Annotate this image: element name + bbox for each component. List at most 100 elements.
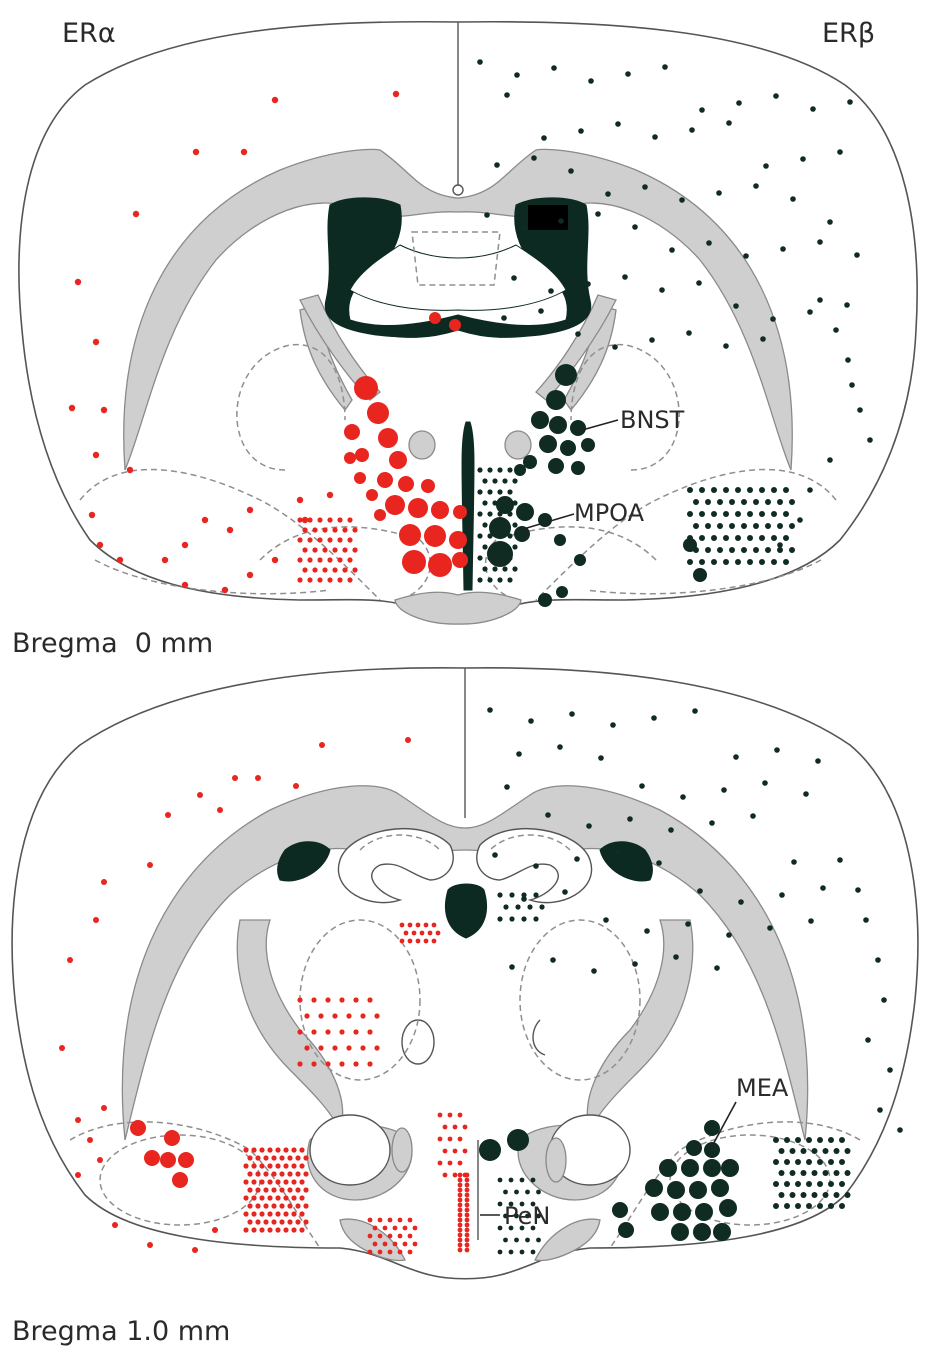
erb-dot	[569, 711, 575, 717]
era-dot	[378, 1250, 383, 1255]
era-dot	[182, 542, 188, 548]
erb-dot	[497, 892, 502, 897]
erb-dot	[845, 357, 851, 363]
era-dot	[303, 1219, 308, 1224]
erb-dot	[726, 932, 732, 938]
era-dot	[342, 527, 347, 532]
erb-dot	[865, 1037, 871, 1043]
erb-dot	[828, 1159, 834, 1165]
era-dot	[291, 1163, 296, 1168]
era-dot	[227, 527, 233, 533]
erb-dot	[779, 892, 785, 898]
erb-dot	[696, 280, 702, 286]
era-dot	[347, 577, 352, 582]
era-dot	[311, 997, 316, 1002]
erb-dot	[503, 1238, 508, 1243]
era-dot	[458, 1193, 463, 1198]
era-dot	[337, 537, 342, 542]
era-dot	[304, 1045, 309, 1050]
erb-dot	[477, 489, 482, 494]
era-dot	[297, 1061, 302, 1066]
erb-dot	[550, 957, 556, 963]
erb-dot	[887, 1067, 893, 1073]
erb-dot	[812, 1148, 818, 1154]
era-dot	[458, 1183, 463, 1188]
erb-dot	[717, 499, 723, 505]
erb-dot	[699, 559, 705, 565]
erb-dot	[845, 1192, 851, 1198]
erb-dot	[704, 1142, 720, 1158]
era-dot	[465, 1193, 470, 1198]
cerebral-peduncle-left	[310, 1115, 390, 1185]
erb-dot	[692, 708, 698, 714]
erb-dot	[717, 547, 723, 553]
era-dot	[402, 550, 426, 574]
erb-dot	[704, 1120, 720, 1136]
era-dot	[291, 1195, 296, 1200]
era-dot	[408, 923, 413, 928]
erb-dot	[750, 813, 756, 819]
erb-dot	[673, 954, 679, 960]
pen-label: PeN	[504, 1202, 550, 1230]
era-dot	[458, 1178, 463, 1183]
erb-dot	[783, 511, 789, 517]
era-dot	[378, 428, 398, 448]
erb-dot	[779, 1148, 785, 1154]
era-dot	[267, 1211, 272, 1216]
erb-dot	[723, 559, 729, 565]
era-dot	[443, 1149, 448, 1154]
erb-dot	[733, 303, 739, 309]
erb-dot	[705, 547, 711, 553]
erb-dot	[671, 1223, 689, 1241]
erb-dot	[741, 547, 747, 553]
anterior-commissure-left-top	[409, 431, 435, 459]
erb-dot	[482, 544, 487, 549]
era-dot	[193, 149, 199, 155]
era-dot	[344, 452, 356, 464]
erb-dot	[711, 511, 717, 517]
era-dot	[436, 931, 441, 936]
era-dot	[403, 1226, 408, 1231]
era-dot	[307, 557, 312, 562]
erb-dot	[784, 1203, 790, 1209]
era-dot	[421, 479, 435, 493]
erb-dot	[605, 191, 611, 197]
erb-dot	[667, 1181, 685, 1199]
era-dot	[182, 582, 188, 588]
erb-dot	[656, 860, 662, 866]
erb-dot	[652, 134, 658, 140]
erb-dot	[477, 467, 482, 472]
erb-dot	[695, 1203, 713, 1221]
era-dot	[465, 1228, 470, 1233]
erb-dot	[509, 892, 514, 897]
erb-dot	[625, 71, 631, 77]
erb-dot	[538, 513, 552, 527]
bregma-bottom-label: Bregma 1.0 mm	[12, 1316, 230, 1347]
erb-dot	[548, 458, 564, 474]
erb-dot	[857, 407, 863, 413]
erb-dot	[680, 794, 686, 800]
erb-dot	[492, 478, 497, 483]
era-dot	[458, 1228, 463, 1233]
erb-dot	[509, 916, 514, 921]
erb-dot	[812, 1170, 818, 1176]
era-dot	[322, 567, 327, 572]
erb-dot	[703, 1159, 721, 1177]
era-dot	[303, 1203, 308, 1208]
era-dot	[59, 1045, 65, 1051]
era-dot	[112, 1222, 118, 1228]
era-dot	[327, 577, 332, 582]
erb-dot	[598, 755, 604, 761]
erb-dot	[759, 535, 765, 541]
erb-dot	[863, 917, 869, 923]
era-dot	[412, 931, 417, 936]
erb-dot	[568, 168, 574, 174]
era-dot	[299, 1227, 304, 1232]
erb-dot	[801, 1192, 807, 1198]
erb-dot	[509, 964, 515, 970]
era-dot	[272, 557, 278, 563]
era-dot	[347, 517, 352, 522]
era-dot	[297, 577, 302, 582]
era-dot	[325, 997, 330, 1002]
era-dot	[398, 1250, 403, 1255]
